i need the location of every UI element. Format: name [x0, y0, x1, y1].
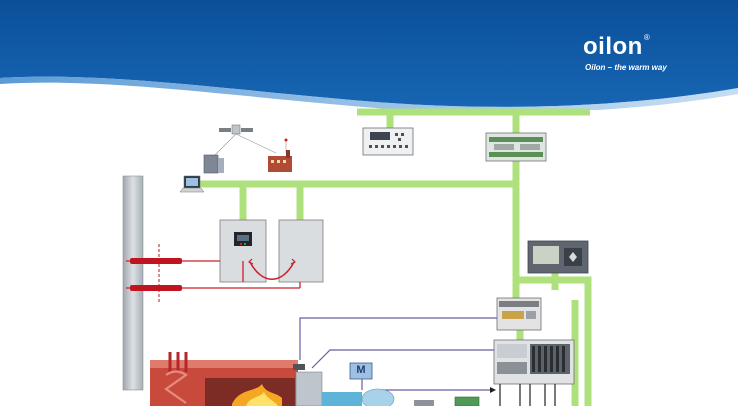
display-icon [527, 240, 589, 274]
motor-label: M [356, 364, 366, 376]
logo-wordmark: oilon [583, 33, 643, 60]
laptop-icon [179, 175, 205, 193]
brand-logo[interactable]: oilon® [583, 33, 650, 61]
sensor-box [414, 400, 434, 406]
burner-icon [293, 364, 395, 406]
server-icon [203, 154, 224, 174]
flame-icon [232, 384, 282, 406]
boiler-icon [150, 352, 298, 406]
satellite-icon [214, 124, 288, 156]
cabinet-icon [219, 219, 267, 283]
flue-sensors [126, 244, 301, 302]
plc-icon [485, 132, 547, 162]
plc-icon [496, 297, 542, 331]
chimney-icon [122, 175, 144, 391]
registered-mark: ® [643, 33, 650, 42]
plc-icon [493, 339, 575, 385]
brand-tagline: Oilon – the warm way [585, 63, 667, 72]
control-signals [299, 317, 497, 391]
factory-icon [268, 150, 292, 172]
motor-icon [349, 362, 373, 380]
terminal-block [454, 396, 480, 406]
header-banner [0, 0, 738, 110]
cabinet-link [249, 261, 295, 280]
operator-panel-icon [362, 127, 414, 156]
cabinet-icon [278, 219, 324, 283]
network-bus [190, 108, 592, 406]
